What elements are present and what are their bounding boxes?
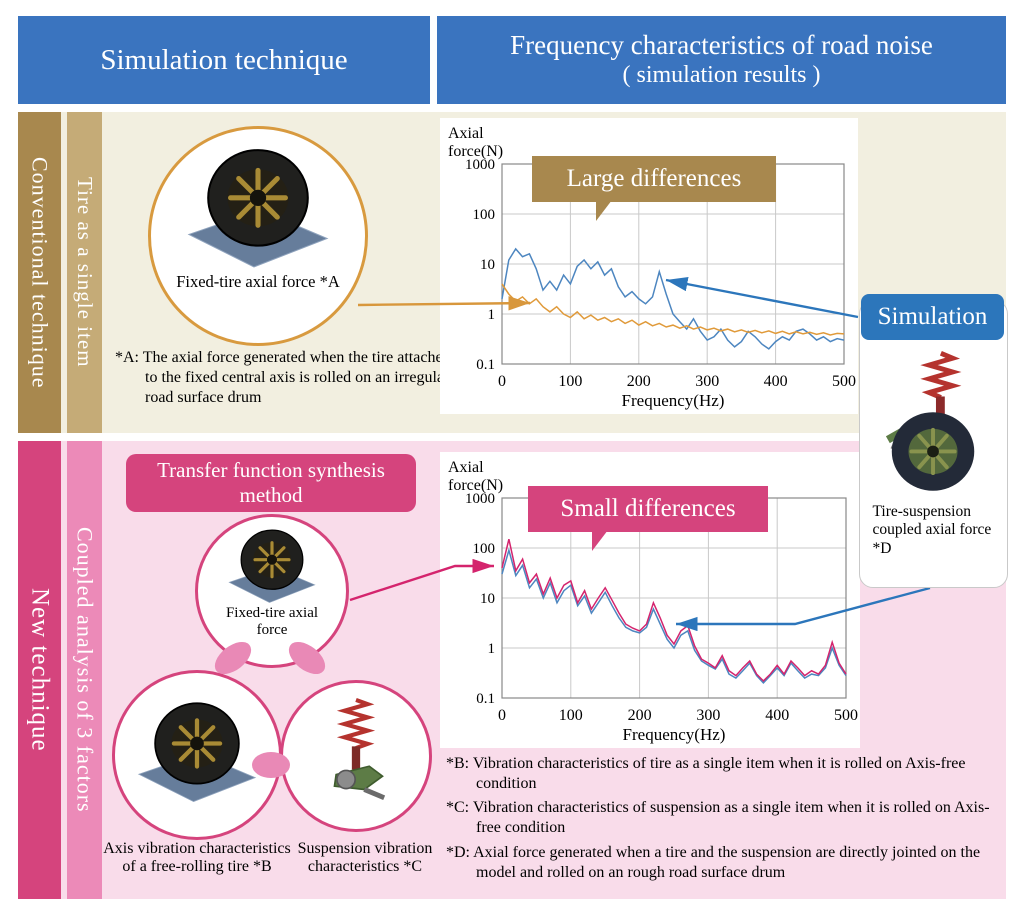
svg-text:0: 0 — [498, 373, 506, 390]
svg-text:500: 500 — [832, 373, 856, 390]
footnote-d: *D: Axial force generated when a tire an… — [446, 843, 981, 881]
svg-text:Axial: Axial — [448, 125, 484, 142]
svg-text:0.1: 0.1 — [476, 357, 495, 373]
svg-text:10: 10 — [480, 257, 495, 273]
footnote-a: *A: The axial force generated when the t… — [115, 349, 451, 406]
svg-text:1000: 1000 — [465, 491, 495, 507]
tire-suspension-model-icon — [880, 349, 988, 497]
new-technique-bar: New technique — [18, 441, 61, 899]
svg-text:300: 300 — [695, 373, 719, 390]
svg-text:Frequency(Hz): Frequency(Hz) — [623, 725, 726, 744]
transfer-function-line2: method — [239, 483, 303, 507]
svg-text:200: 200 — [628, 707, 652, 724]
fixed-tire-circle: Fixed-tire axial force *A — [148, 126, 368, 346]
svg-text:100: 100 — [473, 207, 496, 223]
suspension-model-icon — [314, 695, 398, 811]
tire-model-icon — [226, 527, 318, 605]
svg-text:force(N): force(N) — [448, 143, 503, 160]
coupled-analysis-label: Coupled analysis of 3 factors — [72, 527, 98, 813]
new-technique-label: New technique — [26, 588, 54, 752]
svg-text:Frequency(Hz): Frequency(Hz) — [622, 391, 725, 410]
conventional-technique-bar: Conventional technique — [18, 112, 61, 433]
svg-text:200: 200 — [627, 373, 651, 390]
caption-suspension: Suspension vibration characteristics *C — [297, 840, 433, 876]
svg-text:400: 400 — [764, 373, 788, 390]
transfer-function-line1: Transfer function synthesis — [157, 457, 385, 482]
tire-model-icon — [134, 699, 260, 805]
fixed-tire-small-caption: Fixed-tire axial force — [225, 605, 319, 638]
svg-text:500: 500 — [834, 707, 858, 724]
circle-connector-bottom — [252, 752, 290, 778]
svg-text:100: 100 — [558, 373, 582, 390]
header-simulation-technique: Simulation technique — [18, 16, 430, 104]
svg-text:0: 0 — [498, 707, 506, 724]
svg-text:0.1: 0.1 — [476, 691, 495, 707]
svg-text:100: 100 — [473, 541, 496, 557]
svg-text:100: 100 — [559, 707, 583, 724]
small-differences-callout: Small differences — [528, 486, 768, 551]
svg-text:Axial: Axial — [448, 459, 484, 476]
fixed-tire-circle-small: Fixed-tire axial force — [195, 514, 349, 668]
header-frequency-characteristics: Frequency characteristics of road noise … — [437, 16, 1006, 104]
svg-text:300: 300 — [696, 707, 720, 724]
coupled-analysis-bar: Coupled analysis of 3 factors — [67, 441, 102, 899]
svg-text:force(N): force(N) — [448, 477, 503, 494]
svg-text:10: 10 — [480, 591, 495, 607]
footnotes-bcd: *B: Vibration characteristics of tire as… — [446, 754, 1008, 887]
tire-suspension-caption: Tire-suspension coupled axial force *D — [872, 503, 992, 557]
tire-single-item-label: Tire as a single item — [73, 177, 97, 368]
simulation-badge: Simulation — [861, 294, 1004, 340]
simulation-badge-label: Simulation — [877, 303, 988, 330]
caption-free-rolling-tire: Axis vibration characteristics of a free… — [103, 840, 291, 876]
tire-single-item-bar: Tire as a single item — [67, 112, 102, 433]
large-differences-text: Large differences — [566, 165, 742, 192]
transfer-function-header: Transfer function synthesis method — [126, 454, 416, 512]
svg-text:400: 400 — [765, 707, 789, 724]
large-differences-callout: Large differences — [532, 156, 776, 221]
tire-model-icon — [183, 145, 333, 271]
header-right-line1: Frequency characteristics of road noise — [510, 30, 933, 61]
conventional-technique-label: Conventional technique — [27, 156, 53, 389]
header-right-line2: ( simulation results ) — [622, 62, 821, 89]
fixed-tire-caption: Fixed-tire axial force *A — [176, 272, 340, 291]
svg-text:1000: 1000 — [465, 157, 495, 173]
suspension-circle — [280, 680, 432, 832]
footnote-c: *C: Vibration characteristics of suspens… — [446, 799, 990, 837]
svg-text:1: 1 — [488, 307, 496, 323]
tire-suspension-panel: Tire-suspension coupled axial force *D — [859, 300, 1008, 588]
svg-text:1: 1 — [488, 641, 496, 657]
footnote-b: *B: Vibration characteristics of tire as… — [446, 755, 966, 793]
small-differences-text: Small differences — [560, 495, 736, 522]
header-left-label: Simulation technique — [100, 43, 348, 76]
